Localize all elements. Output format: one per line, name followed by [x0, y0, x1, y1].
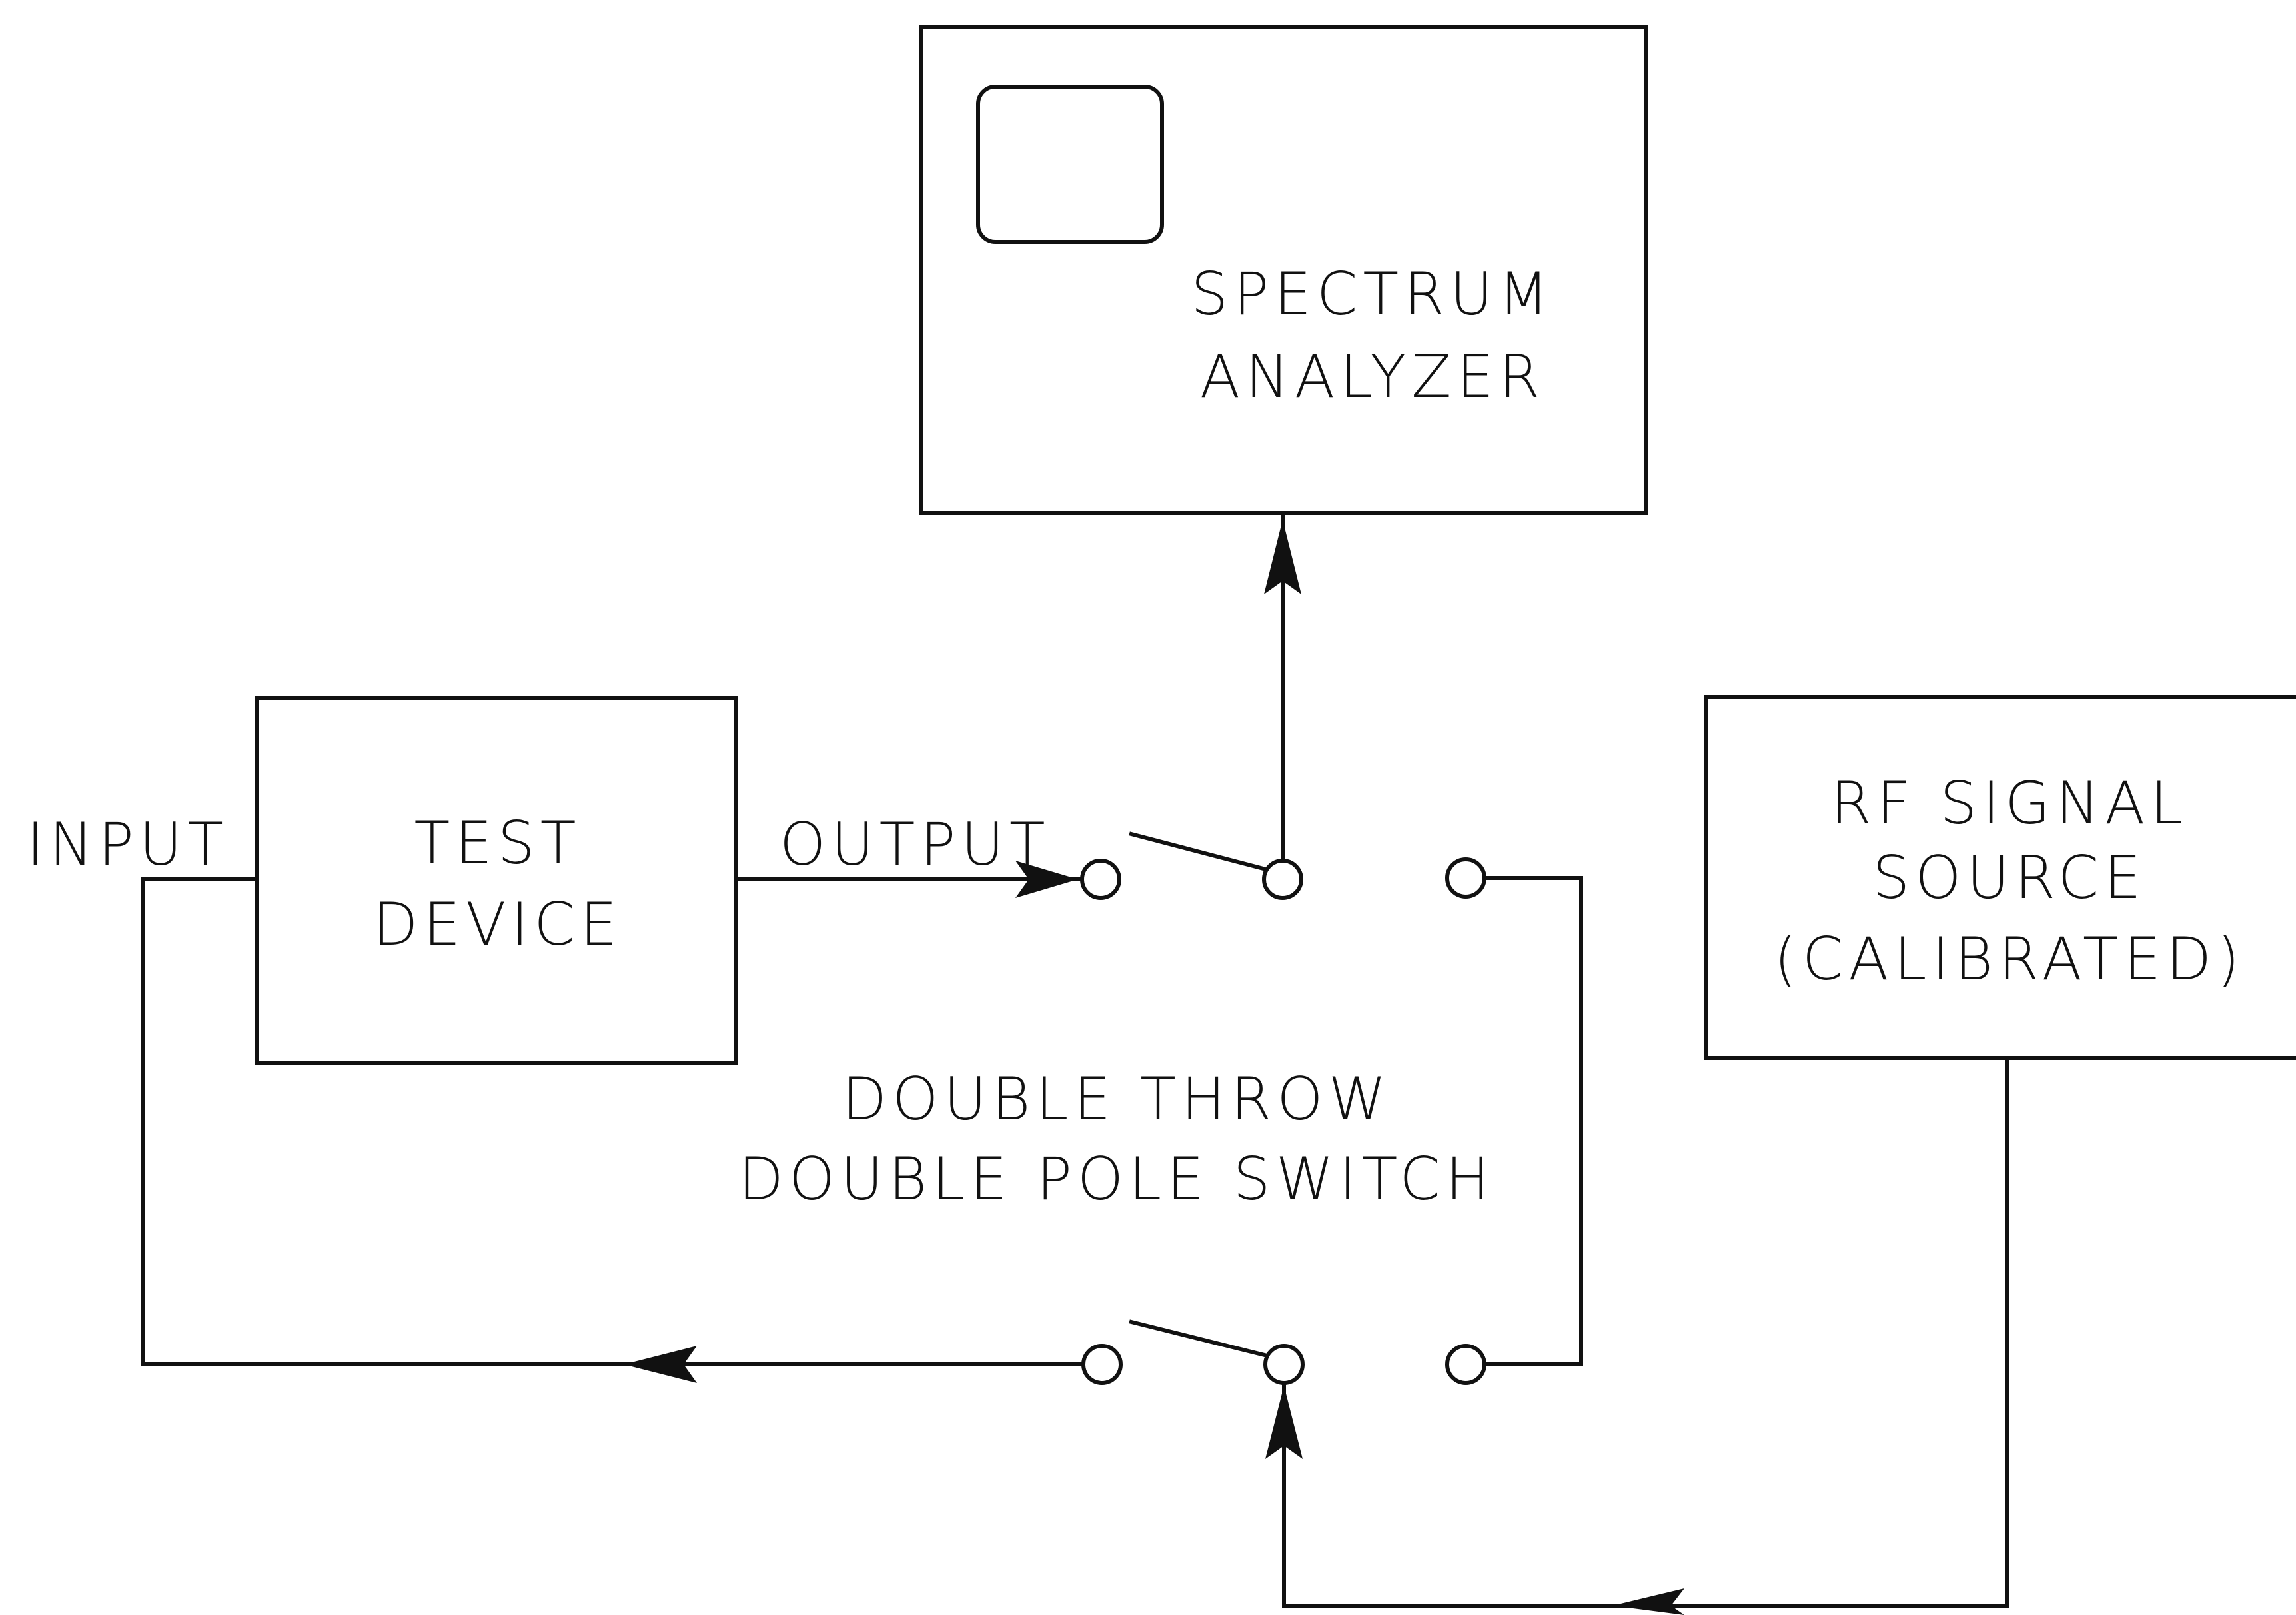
test-device-label-line1: TEST [414, 809, 582, 877]
analyzer-screen-icon [976, 85, 1164, 244]
arrow-up-into-switch-icon [1265, 1386, 1303, 1459]
lower-left-terminal [1081, 1344, 1123, 1385]
rf-signal-source-block: RF SIGNAL SOURCE (CALIBRATED) [1704, 695, 2296, 1060]
upper-right-terminal [1445, 857, 1486, 899]
upper-left-terminal [1080, 859, 1121, 900]
arrow-left-to-input-icon [624, 1346, 697, 1383]
switch-label-line2: DOUBLE POLE SWITCH [738, 1145, 1495, 1213]
spectrum-analyzer-label-line1: SPECTRUM [1191, 260, 1554, 328]
input-return-wire [141, 877, 1088, 1366]
rf-source-label-line2: SOURCE [1872, 843, 2146, 912]
right-tie-wire [1482, 876, 1583, 1366]
arrow-up-to-analyzer-icon [1264, 520, 1301, 594]
rf-source-label-line3: (CALIBRATED) [1774, 925, 2245, 993]
test-device-label-line2: DEVICE [373, 890, 623, 959]
spectrum-analyzer-label-line2: ANALYZER [1200, 342, 1545, 411]
rf-source-wire [1282, 1056, 2009, 1608]
lower-right-terminal [1445, 1344, 1486, 1385]
lower-switch-blade [1129, 1319, 1267, 1358]
test-device-block: TEST DEVICE [255, 696, 738, 1065]
rf-source-frame [1704, 695, 2296, 1060]
signal-arrows [624, 520, 1684, 1615]
switch-lower-pole [1081, 1319, 1486, 1385]
switch-upper-pole [1080, 831, 1486, 900]
upper-switch-blade [1129, 831, 1266, 871]
rf-source-label-line1: RF SIGNAL [1831, 769, 2189, 837]
spectrum-analyzer-block: SPECTRUM ANALYZER [919, 25, 1648, 515]
upper-common-terminal [1262, 859, 1303, 900]
test-device-frame [255, 696, 738, 1065]
input-label: INPUT [27, 810, 229, 879]
switch-label-line1: DOUBLE THROW [842, 1065, 1391, 1133]
lower-common-terminal [1263, 1344, 1305, 1385]
output-label: OUTPUT [780, 810, 1051, 879]
arrow-left-from-source-icon [1612, 1588, 1684, 1615]
arrow-into-switch-icon [1015, 861, 1078, 898]
